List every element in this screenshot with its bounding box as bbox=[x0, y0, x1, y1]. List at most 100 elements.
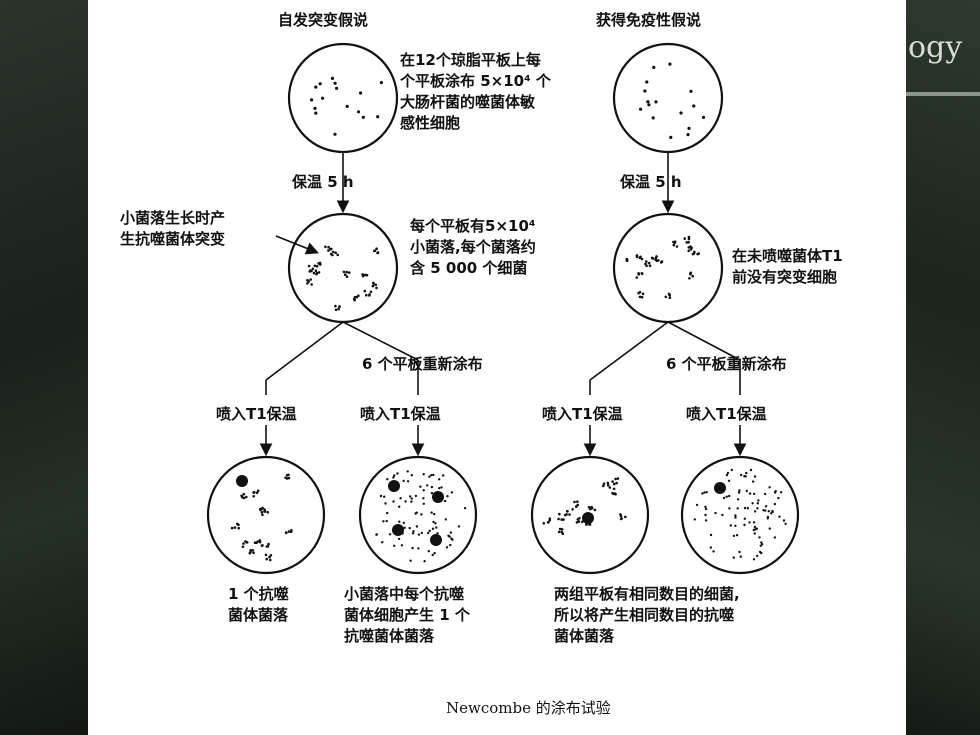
small-colony bbox=[287, 530, 291, 533]
small-colony bbox=[310, 283, 313, 286]
small-colony bbox=[263, 508, 266, 511]
cell-dot bbox=[414, 512, 417, 515]
small-colony bbox=[261, 513, 264, 517]
small-colony bbox=[318, 261, 322, 265]
small-colony bbox=[637, 272, 640, 275]
cell-dot bbox=[689, 89, 693, 93]
small-colony bbox=[347, 271, 351, 274]
plate-note-line: 在12个琼脂平板上每 bbox=[400, 51, 541, 69]
plate-note-line: 感性细胞 bbox=[400, 114, 461, 132]
small-colony bbox=[334, 304, 337, 308]
cell-dot bbox=[386, 478, 389, 481]
small-colony bbox=[667, 292, 671, 296]
cell-dot bbox=[643, 89, 647, 93]
cell-dot bbox=[725, 495, 728, 498]
small-colony bbox=[612, 482, 616, 486]
small-colony bbox=[309, 278, 312, 281]
small-colony bbox=[241, 495, 244, 499]
cell-dot bbox=[382, 520, 385, 523]
cell-dot bbox=[438, 487, 441, 490]
cell-dot bbox=[420, 531, 423, 535]
result-2-line: 菌体细胞产生 1 个 bbox=[344, 606, 470, 624]
right-hypothesis-title: 获得免疫性假说 bbox=[596, 11, 702, 29]
small-colony bbox=[245, 541, 249, 544]
small-colony bbox=[375, 247, 378, 250]
small-colony bbox=[363, 289, 367, 293]
small-colony bbox=[587, 505, 591, 509]
cell-dot bbox=[414, 494, 418, 498]
cell-dot bbox=[732, 534, 736, 538]
small-colony bbox=[546, 521, 550, 524]
result-2-line: 抗噬菌体菌落 bbox=[344, 627, 435, 645]
cell-dot bbox=[408, 526, 411, 530]
small-colony bbox=[575, 505, 578, 508]
cell-dot bbox=[420, 513, 423, 516]
right-incubated-plate bbox=[612, 212, 724, 324]
result-3-line: 两组平板有相同数目的细菌, bbox=[554, 585, 740, 603]
small-colony bbox=[314, 269, 318, 273]
cell-dot bbox=[450, 491, 454, 494]
cell-dot bbox=[430, 511, 433, 514]
cell-dot bbox=[379, 494, 383, 498]
result-1-line: 1 个抗噬 bbox=[228, 585, 289, 603]
cell-dot bbox=[734, 514, 737, 517]
cell-dot bbox=[388, 533, 392, 536]
cell-dot bbox=[701, 492, 704, 495]
small-colony bbox=[565, 513, 568, 516]
left-replate-label: 6 个平板重新涂布 bbox=[362, 355, 483, 373]
cell-dot bbox=[313, 106, 317, 110]
cell-dot bbox=[714, 511, 717, 515]
cell-dot bbox=[686, 133, 690, 137]
small-colony bbox=[619, 514, 623, 518]
cell-dot bbox=[737, 491, 741, 494]
cell-dot bbox=[752, 480, 755, 483]
cell-dot bbox=[398, 520, 401, 523]
small-colony bbox=[616, 477, 620, 480]
small-colony bbox=[375, 286, 378, 290]
cell-dot bbox=[758, 536, 761, 539]
cell-dot bbox=[687, 126, 691, 130]
cell-dot bbox=[428, 529, 431, 532]
small-colony bbox=[645, 264, 648, 268]
small-colony bbox=[287, 476, 291, 480]
cell-dot bbox=[427, 550, 430, 553]
cell-dot bbox=[748, 521, 751, 524]
cell-dot bbox=[753, 532, 756, 535]
small-colony bbox=[637, 291, 640, 295]
small-colony bbox=[693, 250, 696, 254]
cell-dot bbox=[752, 558, 756, 561]
cell-dot bbox=[773, 502, 777, 506]
cell-dot bbox=[406, 470, 409, 473]
cell-dot bbox=[392, 476, 395, 479]
cell-dot bbox=[753, 510, 757, 513]
plate-note: 在12个琼脂平板上每 个平板涂布 5×10⁴ 个 大肠杆菌的噬菌体敏 感性细胞 bbox=[400, 50, 551, 134]
small-colony bbox=[269, 558, 272, 562]
small-colony bbox=[685, 241, 688, 244]
small-colony bbox=[655, 255, 658, 258]
small-colony bbox=[560, 518, 563, 521]
cell-dot bbox=[417, 533, 421, 536]
small-colony bbox=[608, 486, 612, 489]
no-mutant-note-line: 前没有突变细胞 bbox=[732, 268, 838, 286]
small-colony bbox=[691, 274, 694, 278]
cell-dot bbox=[703, 491, 706, 494]
small-colony bbox=[266, 511, 270, 514]
small-colony bbox=[654, 258, 657, 261]
small-colony bbox=[260, 544, 264, 547]
cell-dot bbox=[449, 531, 452, 534]
cell-dot bbox=[693, 518, 696, 521]
cell-dot bbox=[410, 500, 413, 503]
small-colony bbox=[640, 257, 644, 261]
cell-dot bbox=[730, 468, 733, 472]
cell-dot bbox=[411, 532, 415, 535]
result-3-line: 菌体菌落 bbox=[554, 627, 615, 645]
cell-dot bbox=[385, 519, 388, 523]
cell-dot bbox=[430, 485, 434, 489]
small-colony bbox=[615, 481, 618, 485]
cell-dot bbox=[345, 104, 349, 108]
small-colony bbox=[230, 526, 234, 530]
cell-dot bbox=[449, 543, 452, 547]
small-colony bbox=[648, 264, 652, 268]
cell-dot bbox=[384, 502, 387, 505]
small-colony bbox=[571, 508, 574, 511]
